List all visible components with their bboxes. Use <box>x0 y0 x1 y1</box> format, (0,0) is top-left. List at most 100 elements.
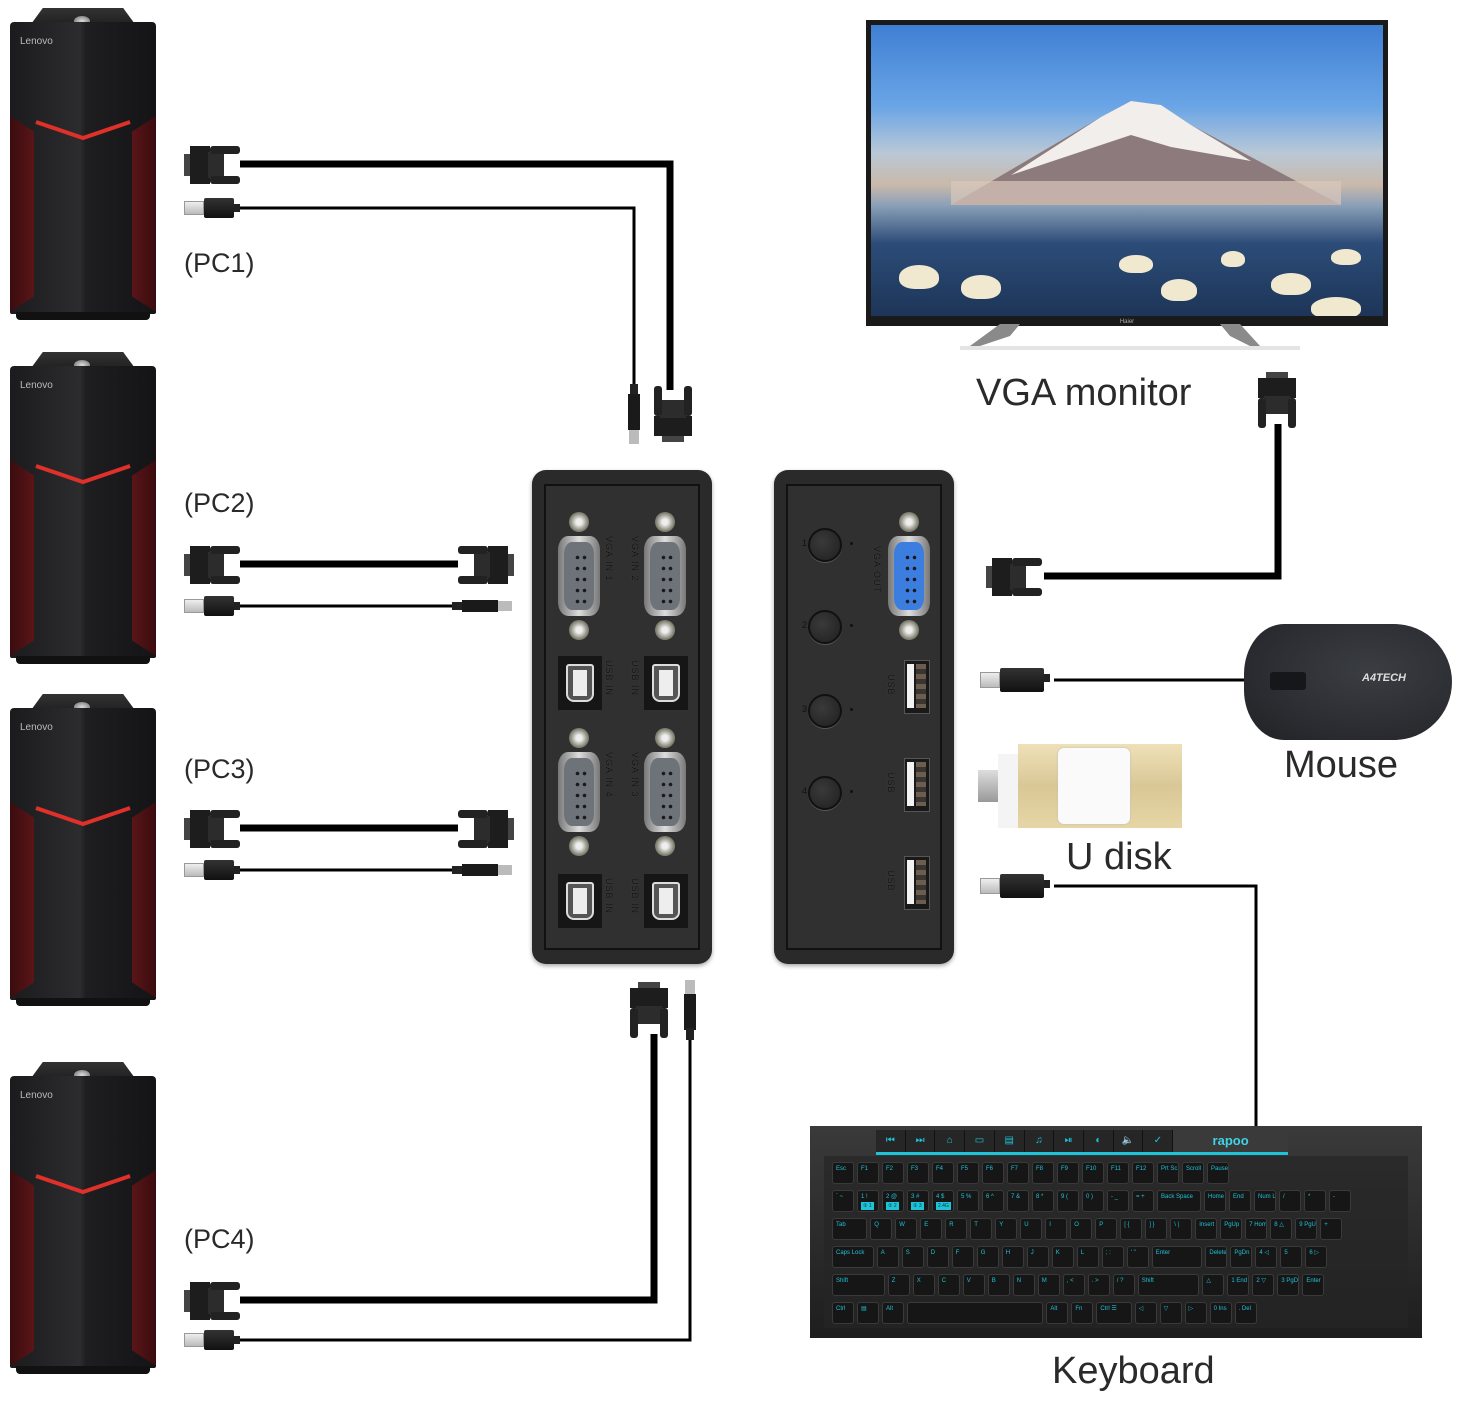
keyboard-key[interactable]: End <box>1229 1190 1251 1212</box>
keyboard-key[interactable]: Enter <box>1151 1246 1203 1268</box>
media-key-home[interactable]: ⌂ <box>935 1130 966 1152</box>
keyboard-key[interactable]: Home <box>1204 1190 1226 1212</box>
usb-in-port[interactable] <box>558 874 602 928</box>
keyboard-key[interactable]: = + <box>1132 1190 1154 1212</box>
keyboard-key[interactable]: 1 End <box>1227 1274 1250 1296</box>
select-button-2[interactable] <box>808 610 842 644</box>
media-key-next[interactable]: ⏭ <box>906 1130 936 1152</box>
keyboard-key[interactable]: ] } <box>1145 1218 1168 1240</box>
keyboard-key[interactable]: F2 <box>882 1162 904 1184</box>
media-key-check[interactable]: ✓ <box>1143 1130 1174 1152</box>
keyboard-key[interactable]: Fn <box>1071 1302 1094 1324</box>
keyboard-key[interactable]: Q <box>870 1218 893 1240</box>
keyboard-key[interactable]: ; : <box>1101 1246 1124 1268</box>
usb-in-port[interactable] <box>558 656 602 710</box>
keyboard-key[interactable]: Back Space <box>1157 1190 1201 1212</box>
keyboard-key[interactable]: 7 & <box>1007 1190 1029 1212</box>
keyboard-key[interactable]: Tab <box>832 1218 868 1240</box>
keyboard-key[interactable]: 2 ▽ <box>1252 1274 1275 1296</box>
keyboard-key[interactable]: 0 Ins <box>1209 1302 1232 1324</box>
select-button-4[interactable] <box>808 776 842 810</box>
keyboard-key[interactable]: W <box>895 1218 918 1240</box>
keyboard-key[interactable]: D <box>926 1246 949 1268</box>
media-key-play[interactable]: ⏯ <box>1054 1130 1085 1152</box>
keyboard-key[interactable] <box>907 1302 1044 1324</box>
keyboard-key[interactable]: F6 <box>982 1162 1004 1184</box>
keyboard-key[interactable]: + <box>1320 1218 1343 1240</box>
keyboard-key[interactable]: Caps Lock <box>832 1246 874 1268</box>
keyboard-key[interactable]: ▤ <box>857 1302 879 1324</box>
keyboard-key[interactable]: 5 % <box>957 1190 979 1212</box>
keyboard-key[interactable]: Shift <box>832 1274 885 1296</box>
keyboard-key[interactable]: PgDn <box>1230 1246 1253 1268</box>
keyboard-key[interactable]: 9 PgUp <box>1295 1218 1318 1240</box>
keyboard-key[interactable]: △ <box>1202 1274 1225 1296</box>
keyboard-key[interactable]: Alt <box>1046 1302 1069 1324</box>
keyboard-key[interactable]: 9 ( <box>1057 1190 1079 1212</box>
keyboard-key[interactable]: J <box>1026 1246 1049 1268</box>
keyboard-key[interactable]: Z <box>887 1274 910 1296</box>
keyboard-key[interactable]: F12 <box>1132 1162 1154 1184</box>
keyboard-key[interactable]: 3 PgDn <box>1277 1274 1300 1296</box>
keyboard-key[interactable]: H <box>1001 1246 1024 1268</box>
keyboard-key[interactable]: 5 <box>1280 1246 1303 1268</box>
keyboard-key[interactable]: 4 $2.4G <box>932 1190 954 1212</box>
keyboard-key[interactable]: B <box>987 1274 1010 1296</box>
keyboard-key[interactable]: 4 ◁ <box>1255 1246 1278 1268</box>
usb-port[interactable] <box>904 758 930 812</box>
media-key-prev[interactable]: ⏮ <box>876 1130 906 1152</box>
keyboard-key[interactable]: O <box>1070 1218 1093 1240</box>
keyboard-key[interactable]: S <box>901 1246 924 1268</box>
keyboard-key[interactable]: L <box>1076 1246 1099 1268</box>
keyboard-key[interactable]: 8 * <box>1032 1190 1054 1212</box>
keyboard-key[interactable]: C <box>937 1274 960 1296</box>
keyboard-key[interactable]: Ctrl ☰ <box>1096 1302 1132 1324</box>
media-key-music[interactable]: ♫ <box>1025 1130 1055 1152</box>
keyboard-key[interactable]: F4 <box>932 1162 954 1184</box>
keyboard-key[interactable]: K <box>1051 1246 1074 1268</box>
keyboard-key[interactable]: 1 !② 1 <box>857 1190 879 1212</box>
keyboard-key[interactable]: F3 <box>907 1162 929 1184</box>
keyboard-key[interactable]: 0 ) <box>1082 1190 1104 1212</box>
keyboard-key[interactable]: Insert <box>1195 1218 1218 1240</box>
keyboard-key[interactable]: F9 <box>1057 1162 1079 1184</box>
keyboard-key[interactable]: 8 △ <box>1270 1218 1293 1240</box>
keyboard-key[interactable]: F5 <box>957 1162 979 1184</box>
keyboard-key[interactable]: N <box>1012 1274 1035 1296</box>
keyboard-key[interactable]: F11 <box>1107 1162 1129 1184</box>
keyboard-key[interactable]: ▽ <box>1159 1302 1182 1324</box>
keyboard-key[interactable]: / <box>1279 1190 1301 1212</box>
keyboard-key[interactable]: U <box>1020 1218 1043 1240</box>
media-key-volume[interactable]: 🔈 <box>1114 1130 1144 1152</box>
vga-in-4-port[interactable] <box>558 728 600 856</box>
keyboard-key[interactable]: X <box>912 1274 935 1296</box>
usb-port[interactable] <box>904 856 930 910</box>
keyboard-key[interactable]: ' " <box>1126 1246 1149 1268</box>
keyboard-key[interactable]: F7 <box>1007 1162 1029 1184</box>
keyboard-key[interactable]: T <box>970 1218 993 1240</box>
keyboard-key[interactable]: Shift <box>1137 1274 1200 1296</box>
keyboard-key[interactable]: R <box>945 1218 968 1240</box>
keyboard-key[interactable]: P <box>1095 1218 1118 1240</box>
keyboard-key[interactable]: - _ <box>1107 1190 1129 1212</box>
keyboard-key[interactable]: [ { <box>1120 1218 1143 1240</box>
keyboard-key[interactable]: F <box>951 1246 974 1268</box>
keyboard-key[interactable]: F1 <box>857 1162 879 1184</box>
media-key-mute[interactable]: ◐ <box>1084 1130 1114 1152</box>
keyboard-key[interactable]: Num Lock <box>1254 1190 1276 1212</box>
keyboard-key[interactable]: Delete <box>1205 1246 1228 1268</box>
vga-out-port[interactable] <box>888 512 930 640</box>
keyboard-key[interactable]: Alt <box>882 1302 904 1324</box>
keyboard-key[interactable]: ◁ <box>1134 1302 1157 1324</box>
keyboard-key[interactable]: M <box>1037 1274 1060 1296</box>
keyboard-key[interactable]: 7 Home <box>1245 1218 1268 1240</box>
usb-port[interactable] <box>904 660 930 714</box>
keyboard-key[interactable]: 6 ▷ <box>1305 1246 1328 1268</box>
keyboard-key[interactable]: 3 #② 3 <box>907 1190 929 1212</box>
keyboard-key[interactable]: Y <box>995 1218 1018 1240</box>
keyboard-key[interactable]: Scroll Lock <box>1182 1162 1204 1184</box>
select-button-3[interactable] <box>808 694 842 728</box>
keyboard-key[interactable]: . Del <box>1234 1302 1257 1324</box>
keyboard-key[interactable]: Esc <box>832 1162 854 1184</box>
keyboard-key[interactable]: V <box>962 1274 985 1296</box>
